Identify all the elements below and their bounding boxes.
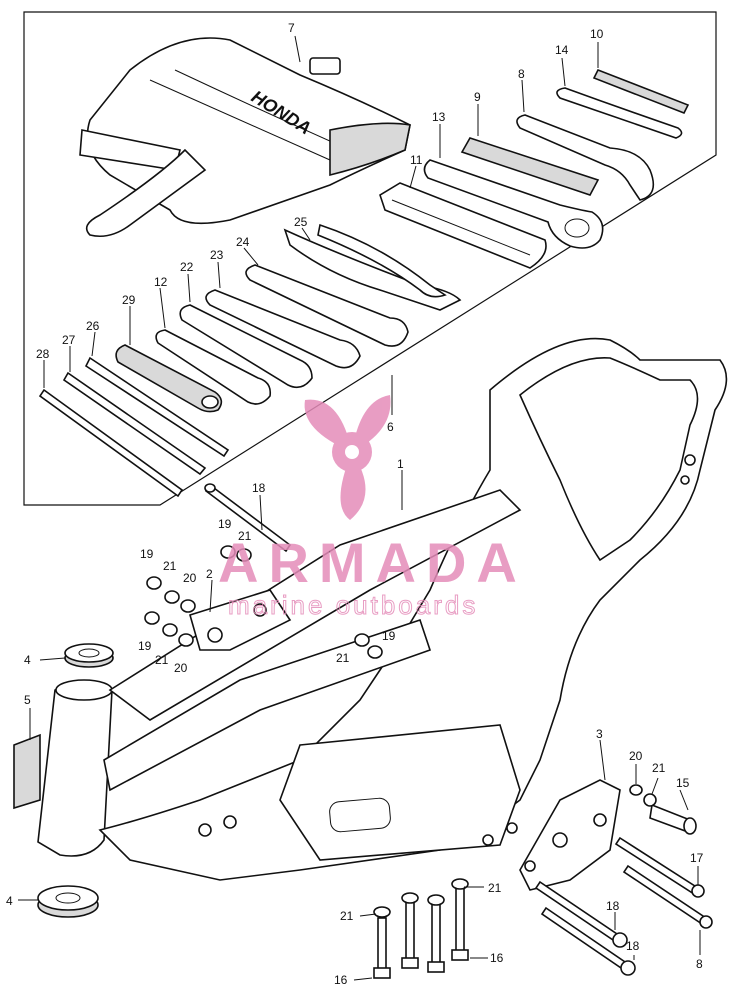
tool-24-spanner [245,264,409,347]
bolt-18-lower-a [534,880,628,948]
callout-21-a: 21 [238,529,252,543]
watermark-logo-icon [304,395,391,520]
callout-20-c: 20 [629,749,643,763]
tool-26-screwdriver [84,356,230,458]
callout-8-top: 8 [518,67,525,81]
callout-18-upper: 18 [252,481,266,495]
tool-8-hook-spanner [516,114,655,201]
tool-22-spanner [179,304,313,389]
callout-19-d: 19 [382,629,396,643]
callout-23: 23 [210,248,224,262]
callout-20-a: 20 [183,571,197,585]
callout-21-b: 21 [163,559,177,573]
callout-16-left: 16 [334,973,348,987]
callout-18-lower-b: 18 [626,939,640,953]
bolts-16-set [373,887,469,979]
callout-5: 5 [24,693,31,707]
tool-bag: HONDA [79,37,411,238]
callout-27: 27 [62,333,76,347]
callout-labels: 7 10 14 8 9 13 11 25 24 23 22 12 29 26 2… [6,21,704,987]
callout-8-lower: 8 [696,957,703,971]
callout-16-right: 16 [490,951,504,965]
callout-7: 7 [288,21,295,35]
watermark: ARMADA marine outboards [218,395,527,621]
callout-6: 6 [387,420,394,434]
callout-21-f: 21 [488,881,502,895]
washers-and-nuts [144,545,657,918]
callout-19-c: 19 [138,639,152,653]
bracket-plate [519,779,621,891]
callout-19-b: 19 [140,547,154,561]
callout-18-lower-a: 18 [606,899,620,913]
frame-label-plate [13,733,41,810]
leader-lines [18,35,701,981]
callout-15: 15 [676,776,690,790]
bolt-8 [622,864,713,929]
bolt-18-lower-b [540,906,636,976]
callout-14: 14 [555,43,569,57]
callout-3: 3 [596,727,603,741]
callout-11: 11 [410,153,423,167]
frame-assembly [37,337,728,881]
tool-25-pliers [283,223,462,311]
callout-12: 12 [154,275,168,289]
tool-28-rod [38,388,184,498]
tool-10-bar [592,68,690,115]
bolt-17 [614,836,705,898]
callout-22: 22 [180,260,194,274]
callout-19-a: 19 [218,517,232,531]
watermark-tagline: marine outboards [228,590,478,620]
callout-28: 28 [36,347,50,361]
tool-13-ring-spanner [423,159,604,249]
watermark-brand: ARMADA [218,531,527,594]
callout-21-e: 21 [652,761,666,775]
callout-24: 24 [236,235,250,249]
tool-9-bar [460,137,600,196]
tool-12-spanner [155,329,272,405]
callout-4-upper: 4 [24,653,31,667]
callout-20-b: 20 [174,661,188,675]
callout-10: 10 [590,27,604,41]
tool-11-box-spanner [379,182,547,269]
tool-29-screwdriver-handle [115,344,223,413]
callout-21-d: 21 [336,651,350,665]
tool-14-bar [556,87,683,139]
toolkit-outline [23,11,717,506]
callout-25: 25 [294,215,308,229]
spacer-collar [649,803,697,835]
callout-9: 9 [474,90,481,104]
callout-17: 17 [690,851,704,865]
steering-bearing-upper [64,643,114,668]
callout-21-g: 21 [340,909,354,923]
callout-26: 26 [86,319,100,333]
bolt-18-upper [204,483,292,553]
callout-4-lower: 4 [6,894,13,908]
callout-21-c: 21 [155,653,169,667]
callout-13: 13 [432,110,446,124]
tool-27-screwdriver [62,371,207,476]
tool-23-spanner [205,289,361,369]
callout-1: 1 [397,457,404,471]
callout-29: 29 [122,293,136,307]
callout-2: 2 [206,567,213,581]
steering-bearing-lower [37,885,99,918]
